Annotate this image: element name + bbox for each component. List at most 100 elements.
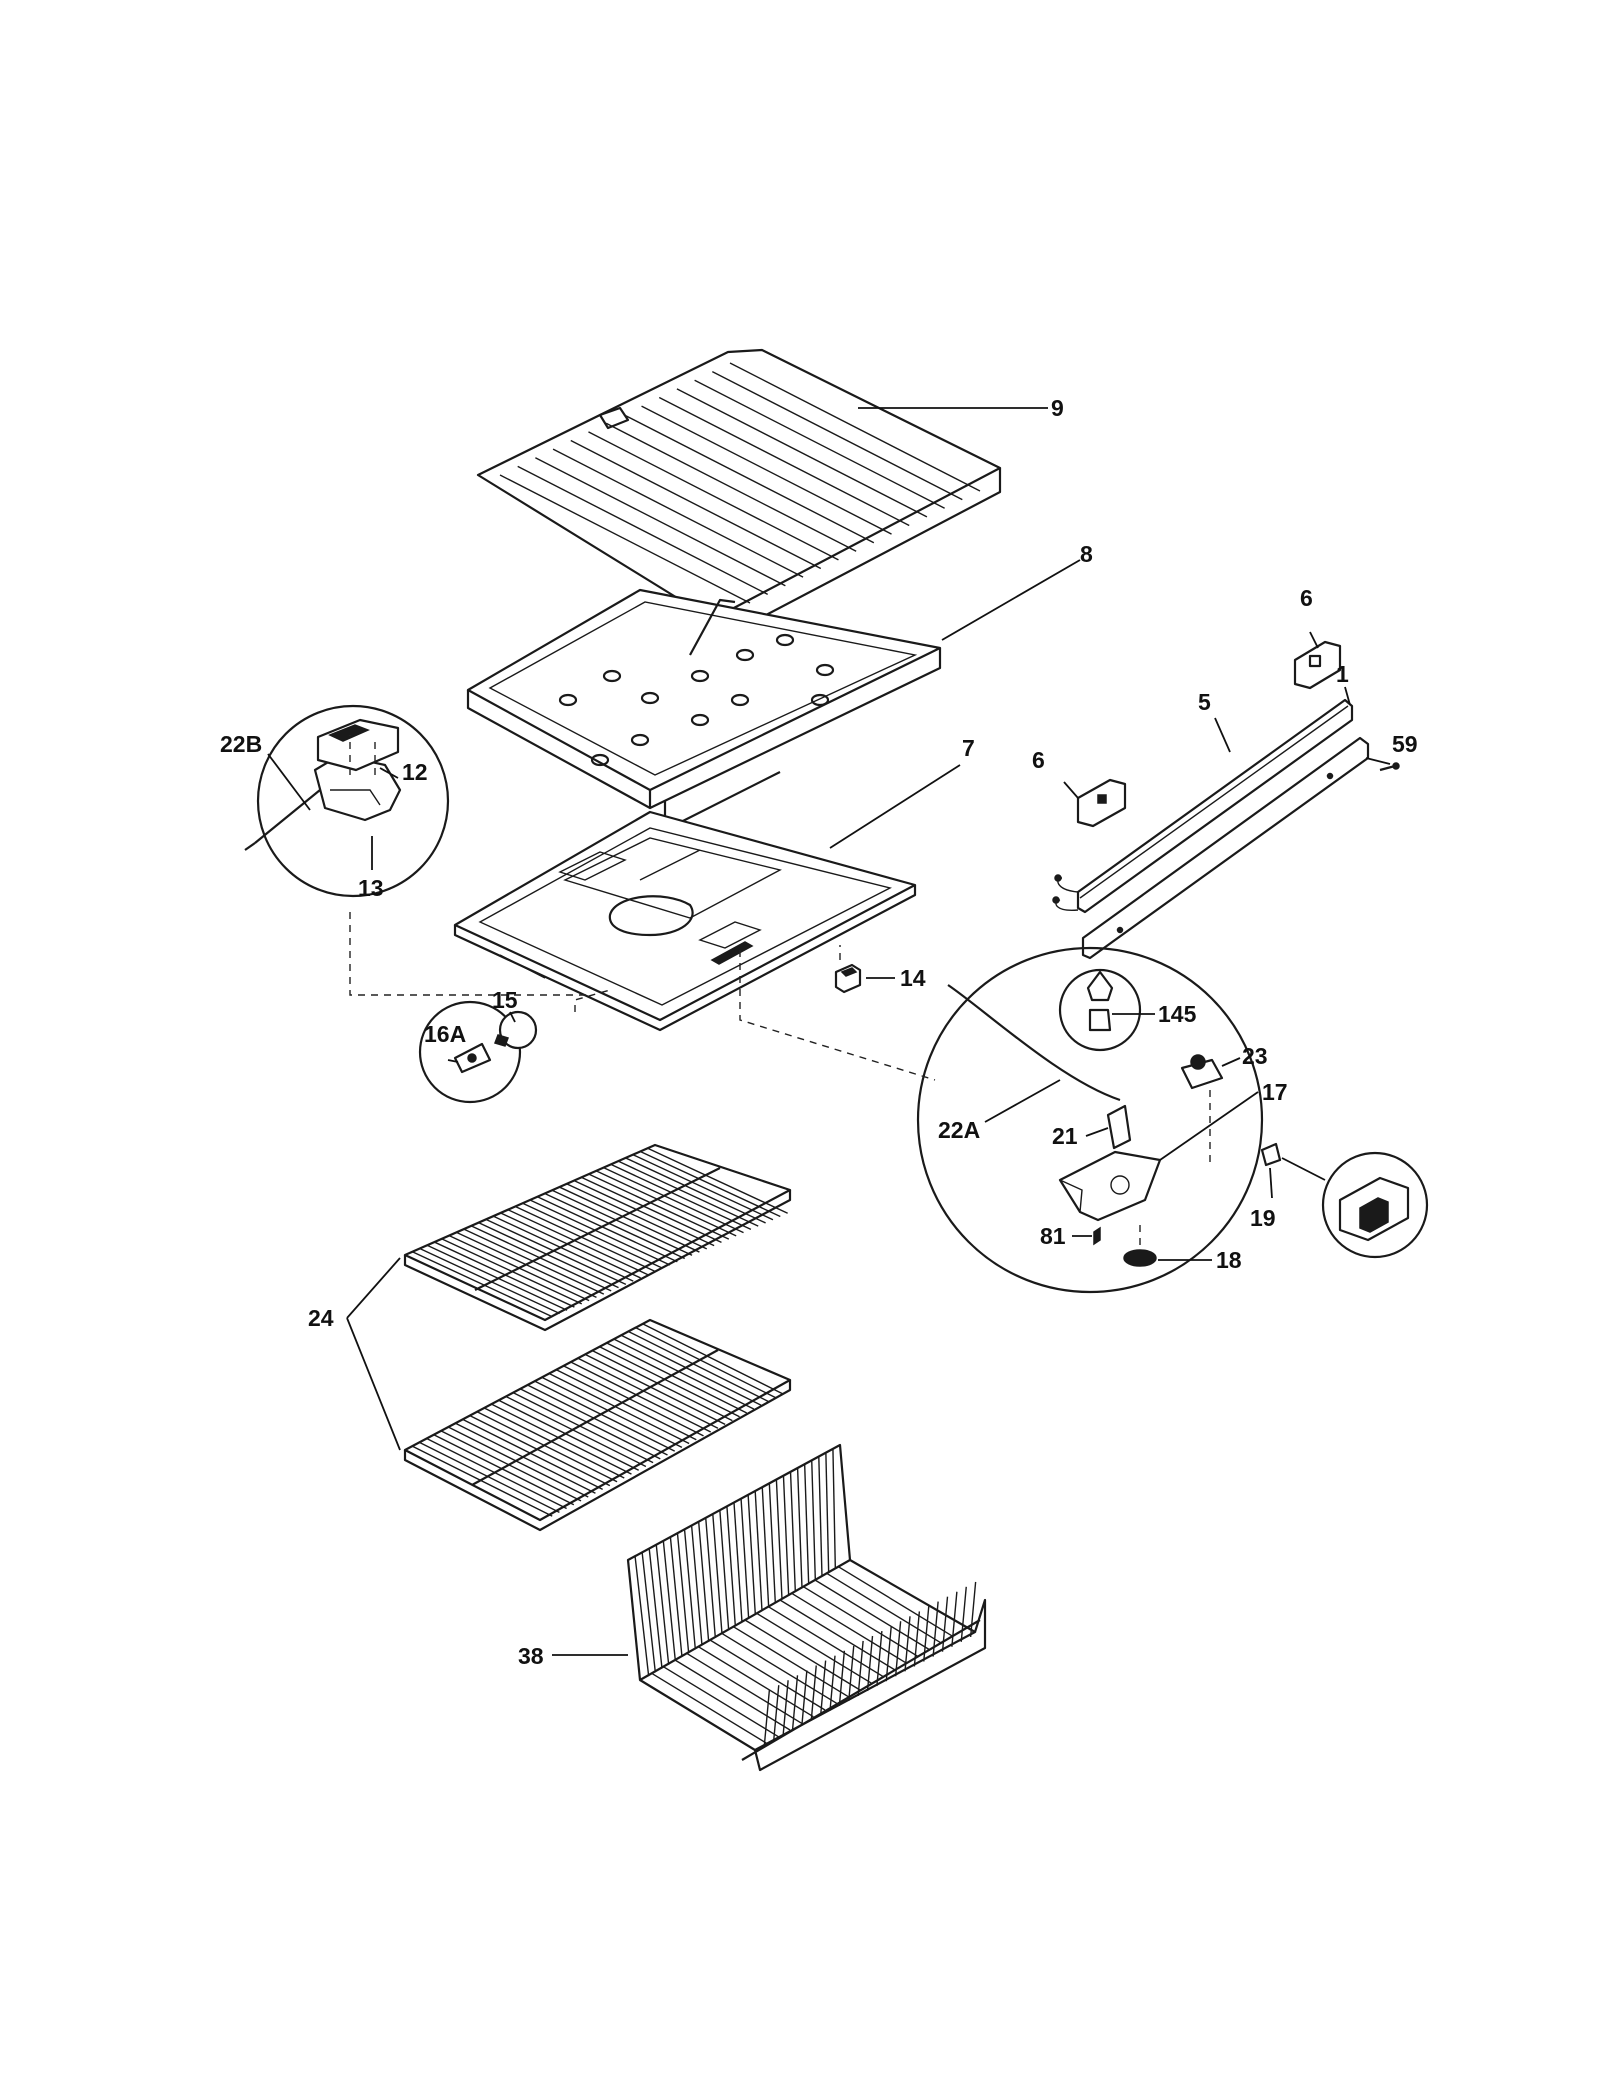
shelf-wire <box>635 1327 776 1399</box>
shelf-wire <box>613 1338 755 1410</box>
part-8-tray[interactable] <box>466 588 942 832</box>
callout-18: 18 <box>1216 1247 1242 1273</box>
basket-wire-back <box>811 1460 817 1581</box>
shelf-wire <box>584 1353 726 1426</box>
shelf-wire <box>559 1186 700 1253</box>
part-5-heater-strip[interactable] <box>1052 698 1354 914</box>
cover-rib <box>588 431 839 561</box>
basket-wire-floor <box>651 1672 768 1744</box>
shelf-wire <box>617 1160 759 1227</box>
shelf-wire <box>537 1196 678 1263</box>
leader-lines <box>267 407 1391 1656</box>
leader-dashed-control <box>739 950 936 1081</box>
part-24-shelf-upper[interactable] <box>403 1143 792 1332</box>
tray-boss <box>690 669 710 683</box>
shelf-wire <box>462 1418 603 1491</box>
basket-wire-floor <box>767 1606 884 1678</box>
basket-wire-floor <box>732 1626 849 1698</box>
basket-wire-floor <box>756 1612 873 1684</box>
shelf-wire <box>610 1163 752 1231</box>
tray-boss <box>775 633 795 647</box>
basket-wire-back <box>655 1544 670 1665</box>
tray-boss <box>815 663 835 677</box>
part-81-screw <box>1093 1226 1101 1246</box>
cover-rib <box>517 465 769 596</box>
part-6-clip-lower[interactable] <box>1076 778 1127 828</box>
callout-17: 17 <box>1262 1079 1288 1105</box>
shelf-wire <box>507 1209 649 1276</box>
shelf-wire <box>548 1372 690 1445</box>
shelf-wire <box>441 1238 583 1305</box>
part-59-screw[interactable] <box>1379 762 1400 772</box>
detail-circle-bulb <box>418 1000 538 1104</box>
part-7-panel[interactable] <box>453 810 917 1032</box>
tray-boss <box>590 753 610 767</box>
callout-22b: 22B <box>220 731 262 757</box>
basket-wire-back <box>676 1533 690 1654</box>
basket-wire-front <box>941 1596 949 1652</box>
basket-wire-floor <box>791 1592 908 1664</box>
basket-wire-back <box>683 1529 697 1650</box>
callout-6-upper: 6 <box>1300 585 1313 611</box>
shelf-wire <box>491 1403 632 1475</box>
tray-boss <box>690 713 710 727</box>
callout-145: 145 <box>1158 1001 1197 1027</box>
shelf-wire <box>563 1365 704 1437</box>
basket-wire-back <box>803 1464 810 1585</box>
basket-wire-floor <box>814 1579 931 1651</box>
shelf-wire <box>519 1388 661 1460</box>
shelf-wire <box>566 1183 708 1250</box>
basket-wire-back <box>775 1479 783 1600</box>
shelf-wire <box>411 1445 553 1517</box>
callout-13: 13 <box>358 875 384 901</box>
basket-wire-back <box>818 1456 823 1577</box>
part-9-cover[interactable] <box>476 348 1002 637</box>
basket-wire-floor <box>744 1619 861 1691</box>
callout-24: 24 <box>308 1305 334 1331</box>
shelf-wire <box>625 1157 766 1224</box>
part-24-shelf-lower[interactable] <box>403 1318 792 1532</box>
basket-wire-back <box>662 1540 677 1661</box>
basket-wire-front <box>819 1660 827 1716</box>
part-21-terminal <box>1106 1104 1132 1150</box>
basket-wire-floor <box>674 1659 791 1731</box>
callout-5: 5 <box>1198 689 1211 715</box>
shelf-wire <box>570 1361 712 1433</box>
cover-rib <box>605 422 857 552</box>
part-6-clip-upper[interactable] <box>1293 640 1342 690</box>
basket-wire-front <box>885 1626 892 1682</box>
shelf-wire <box>426 1244 568 1311</box>
callout-9: 9 <box>1051 395 1064 421</box>
shelf-wire <box>498 1399 639 1471</box>
part-14-switch[interactable] <box>834 963 862 994</box>
cover-rib <box>658 396 910 527</box>
basket-wire-floor <box>779 1599 896 1671</box>
basket-wire-front <box>951 1591 958 1647</box>
basket-wire-back <box>740 1498 750 1619</box>
part-1-bracket[interactable] <box>1081 736 1370 960</box>
part-18-knob <box>1123 1249 1157 1267</box>
basket-wire-back <box>754 1490 763 1612</box>
callout-15: 15 <box>492 987 518 1013</box>
basket-wire-back <box>796 1467 803 1589</box>
shelf-wire <box>463 1228 605 1295</box>
basket-wire-back <box>705 1517 717 1638</box>
shelf-wire <box>500 1212 641 1279</box>
callout-16a: 16A <box>424 1021 466 1047</box>
shelf-wire <box>588 1173 730 1240</box>
callout-labels: 9 8 7 6 6 5 1 59 22B 12 13 14 145 15 16A… <box>220 395 1418 1669</box>
shelf-wire <box>620 1334 762 1406</box>
tray-boss <box>810 693 830 707</box>
shelf-wire <box>426 1437 567 1510</box>
cover-rib <box>623 414 875 544</box>
basket-wire-floor <box>802 1586 919 1658</box>
leader-dashed-bulb <box>574 989 611 1012</box>
callout-23: 23 <box>1242 1043 1268 1069</box>
part-38-basket[interactable] <box>626 1443 987 1772</box>
basket-wire-floor <box>837 1566 954 1638</box>
detail-circle-rocker <box>1281 1151 1429 1259</box>
callout-22a: 22A <box>938 1117 980 1143</box>
shelf-wire <box>551 1189 693 1256</box>
tray-boss <box>730 693 750 707</box>
basket-wire-back <box>726 1506 737 1627</box>
